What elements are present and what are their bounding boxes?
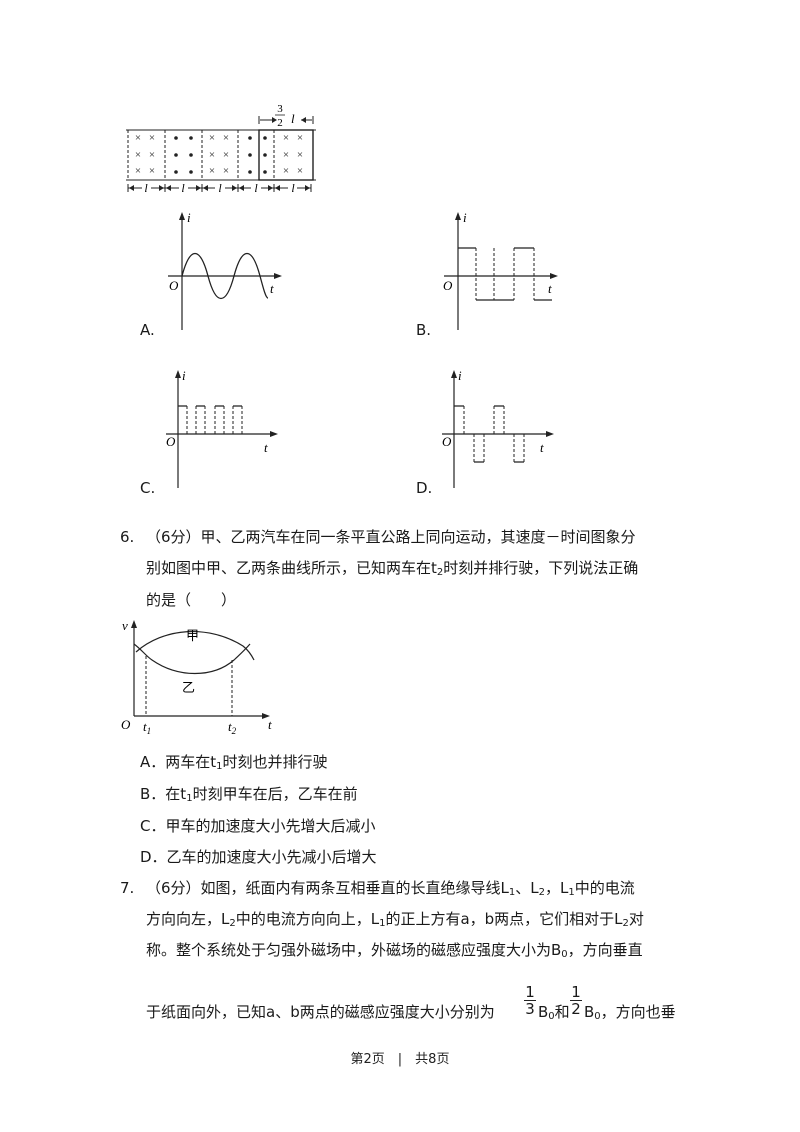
q6-option-d: D．乙车的加速度大小先减小后增大 [140, 848, 377, 866]
segment-label: l [181, 181, 185, 195]
fraction-denominator: 2 [570, 1000, 582, 1018]
svg-text:×: × [283, 149, 289, 161]
option-c-label: C. [140, 479, 156, 497]
origin-label: O [442, 434, 452, 449]
fraction-one-half: 1 2 [570, 984, 582, 1017]
axis-i-label: i [182, 368, 186, 383]
fraction-one-third: 1 3 [524, 984, 536, 1017]
svg-text:×: × [297, 132, 303, 144]
svg-text:×: × [223, 132, 229, 144]
svg-text:×: × [149, 132, 155, 144]
svg-text:×: × [149, 165, 155, 177]
svg-text:×: × [283, 132, 289, 144]
q6-option-c: C．甲车的加速度大小先增大后减小 [140, 817, 376, 835]
velocity-time-graph: v t O 甲 乙 t1 t2 [121, 618, 272, 736]
segment-label: l [144, 181, 148, 195]
segment-label: l [218, 181, 222, 195]
svg-text:×: × [135, 165, 141, 177]
option-d-label: D. [416, 479, 433, 497]
option-b-label: B. [416, 321, 432, 339]
svg-text:×: × [223, 149, 229, 161]
axis-t-label: t [540, 440, 544, 455]
q6-line2: 别如图中甲、乙两条曲线所示，已知两车在t2时刻并排行驶，下列说法正确 [146, 559, 639, 578]
option-c-graph: i t O [166, 368, 278, 488]
axis-i-label: i [463, 210, 467, 225]
sine-curve [181, 253, 269, 299]
square-wave [458, 247, 552, 301]
label-yi: 乙 [182, 680, 195, 695]
fraction-numerator: 1 [571, 983, 581, 1001]
curve-jia [135, 631, 255, 661]
option-a-graph: i t O [168, 210, 282, 330]
q6-option-b: B．在t1时刻甲车在后，乙车在前 [140, 785, 358, 804]
fraction-numerator: 1 [525, 983, 535, 1001]
q6-line3: 的是（ ） [146, 591, 237, 609]
page-footer: 第2页 | 共8页 [350, 1052, 450, 1067]
fraction-denominator: 3 [524, 1000, 536, 1018]
dim-denominator: 2 [277, 117, 283, 129]
q6-option-a: A．两车在t1时刻也并排行驶 [140, 753, 328, 772]
q7-number: 7. [120, 879, 135, 897]
option-b-graph: i t O [443, 210, 558, 330]
axis-t-label: t [264, 440, 268, 455]
origin-label: O [121, 717, 131, 732]
segment-label: l [254, 181, 258, 195]
option-a-label: A. [140, 321, 155, 339]
origin-label: O [443, 278, 453, 293]
svg-text:×: × [209, 165, 215, 177]
svg-text:×: × [297, 165, 303, 177]
dim-variable: l [291, 111, 295, 126]
t1-label: t1 [143, 719, 151, 736]
axis-t-label: t [268, 717, 272, 732]
option-d-graph: i t O [442, 368, 554, 488]
svg-text:×: × [149, 149, 155, 161]
q7-line4-text: 于纸面向外，已知a、b两点的磁感应强度大小分别为 [146, 1003, 495, 1021]
svg-text:×: × [223, 165, 229, 177]
q7-line2: 方向向左，L2中的电流方向向上，L1的正上方有a，b两点，它们相对于L2对 [146, 910, 644, 929]
q7-line4-b0-first: B0和 [538, 1003, 570, 1022]
svg-text:×: × [209, 149, 215, 161]
svg-text:×: × [135, 132, 141, 144]
dim-numerator: 3 [277, 103, 283, 115]
axis-t-label: t [548, 281, 552, 296]
origin-label: O [169, 278, 179, 293]
axis-i-label: i [187, 210, 191, 225]
segment-label: l [291, 181, 295, 195]
axis-v-label: v [122, 618, 128, 633]
q6-line1: （6分）甲、乙两汽车在同一条平直公路上同向运动，其速度－时间图象分 [146, 528, 636, 546]
q7-line4-b0-second: B0，方向也垂 [584, 1003, 676, 1022]
q6-number: 6. [120, 528, 135, 546]
curve-yi [133, 643, 251, 675]
svg-text:×: × [283, 165, 289, 177]
svg-text:×: × [135, 149, 141, 161]
q7-line1: （6分）如图，纸面内有两条互相垂直的长直绝缘导线L1、L2，L1中的电流 [146, 879, 635, 898]
axis-t-label: t [270, 281, 274, 296]
q7-line3: 称。整个系统处于匀强外磁场中，外磁场的磁感应强度大小为B0，方向垂直 [146, 941, 643, 960]
t2-label: t2 [228, 719, 237, 736]
origin-label: O [166, 434, 176, 449]
alternating-pulses [454, 405, 524, 463]
magnetic-field-strip-figure: 3 2 l × × × × × × × × × × × × × × × × × × [126, 103, 316, 195]
axis-i-label: i [458, 368, 462, 383]
svg-text:×: × [297, 149, 303, 161]
label-jia: 甲 [186, 628, 199, 643]
svg-text:×: × [209, 132, 215, 144]
